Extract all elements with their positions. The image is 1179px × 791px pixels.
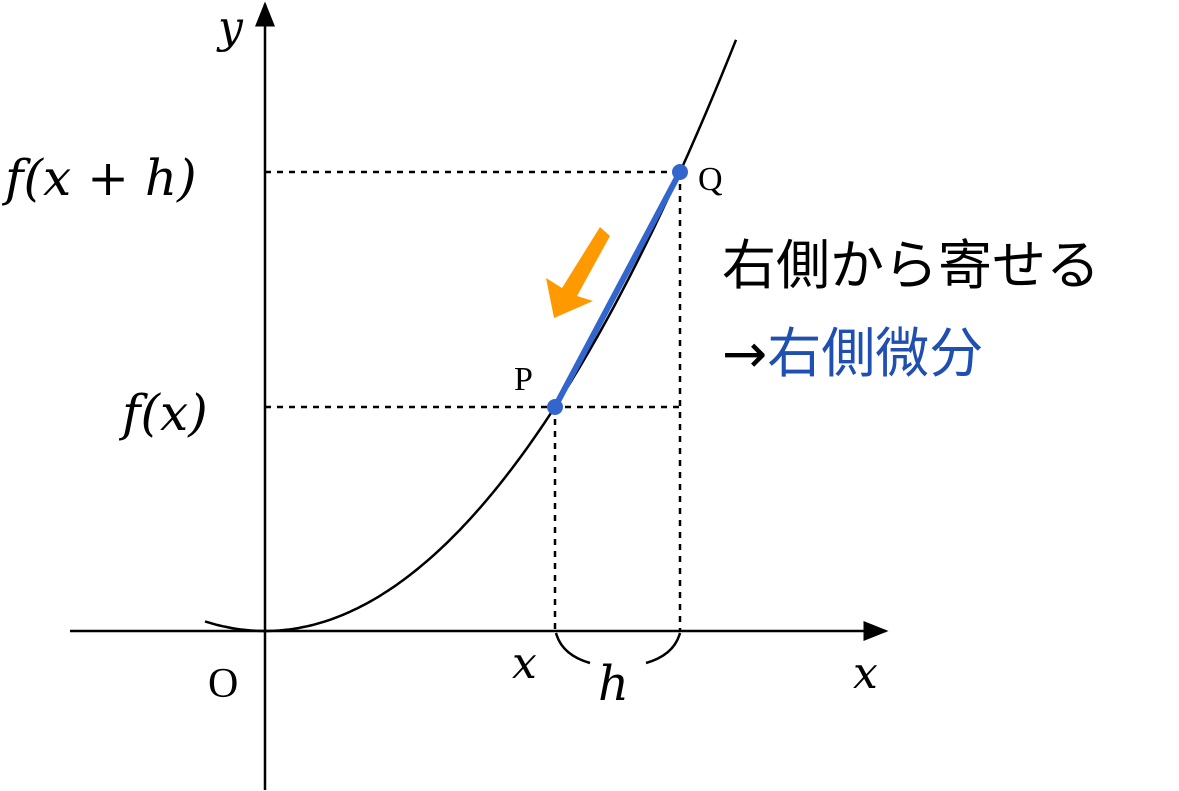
x-axis-label: x xyxy=(853,648,878,699)
fx-label: f(x) xyxy=(118,384,208,442)
annotation-line2-wrap: →右側微分 xyxy=(722,322,983,385)
function-curve xyxy=(204,39,738,633)
point-q xyxy=(672,164,688,180)
point-p xyxy=(547,399,563,415)
annotation-arrow: → xyxy=(722,322,767,385)
x-tick-label: x xyxy=(512,638,537,689)
secant-line xyxy=(552,169,683,410)
h-brace xyxy=(554,632,682,665)
y-axis-label: y xyxy=(216,2,244,53)
h-label: h xyxy=(598,656,629,712)
annotation-line1: 右側から寄せる xyxy=(722,234,1100,297)
annotation-line2: 右側微分 xyxy=(767,322,983,385)
q-label: Q xyxy=(698,161,723,198)
origin-label: O xyxy=(208,661,238,707)
approach-arrow-icon xyxy=(546,227,610,318)
p-label: P xyxy=(514,361,533,398)
fxh-label: f(x + h) xyxy=(1,149,197,207)
